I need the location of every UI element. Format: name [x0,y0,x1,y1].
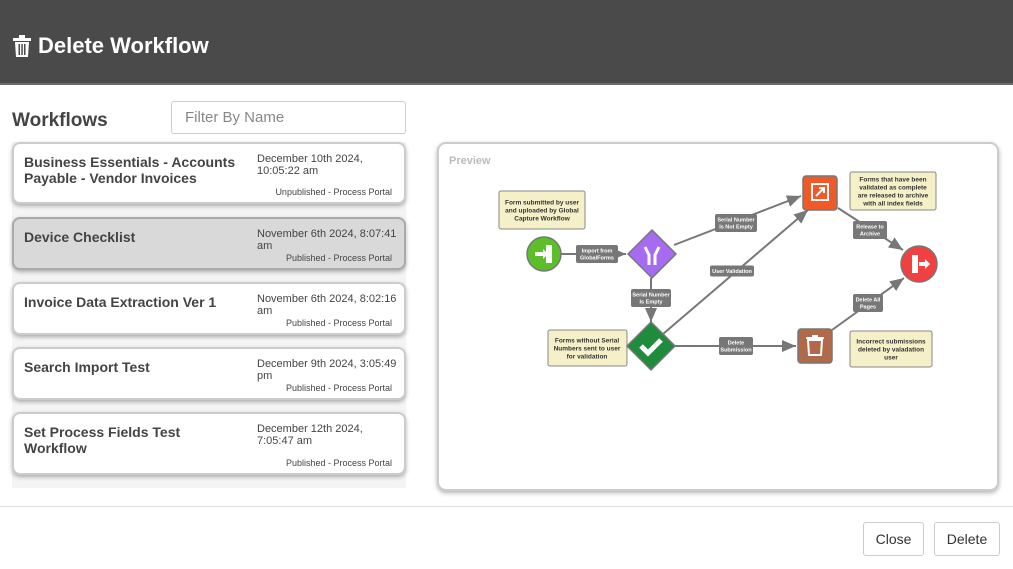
validation-icon [625,320,677,372]
checkmark-icon [639,338,663,357]
external-link-icon [811,183,829,201]
filter-input[interactable] [171,101,406,134]
note-box [498,190,586,230]
workflow-name: Business Essentials - Accounts Payable -… [24,154,236,186]
delete-button[interactable]: Delete [934,522,1000,556]
workflow-name: Invoice Data Extraction Ver 1 [24,294,217,310]
workflow-name: Search Import Test [24,359,150,375]
exit-door-icon [912,255,930,273]
note-box [849,171,937,211]
workflow-status: Published - Process Portal [285,253,392,263]
fork-arrows-icon [643,246,661,265]
title-text: Delete Workflow [38,33,209,58]
footer-divider [0,506,1013,507]
list-item[interactable]: Set Process Fields Test Workflow December… [12,412,406,475]
workflow-date: December 10th 2024, 10:05:22 am [257,153,363,177]
workflow-date: December 12th 2024, 7:05:47 am [257,423,363,447]
edge-label-box [710,265,754,277]
edge-label-box [853,221,887,239]
workflow-date: November 6th 2024, 8:02:16 am [257,293,397,317]
workflow-status: Published - Process Portal [285,383,392,393]
list-item[interactable]: Invoice Data Extraction Ver 1 November 6t… [12,282,406,335]
close-button[interactable]: Close [863,522,924,556]
list-item[interactable]: Search Import Test December 9th 2024, 3:0… [12,347,406,400]
preview-label: Preview [449,155,491,167]
workflow-date: December 9th 2024, 3:05:49 pm [257,358,397,382]
trash-icon [806,335,824,356]
list-item[interactable]: Business Essentials - Accounts Payable -… [12,142,406,204]
workflow-name: Device Checklist [24,229,136,245]
edge-label: User Validation [712,269,752,275]
split-icon [626,228,678,280]
edge-label-box [719,337,753,355]
note-box [849,330,933,368]
enter-door-icon [535,245,552,263]
trash-icon [13,35,31,57]
header: Delete Workflow [0,0,1013,85]
delete-node-icon [797,328,833,364]
edge-label-box [631,289,671,307]
note-box [547,329,628,367]
workflow-name: Set Process Fields Test Workflow [24,424,181,456]
workflows-label: Workflows [12,110,108,131]
page-title: Delete Workflow [12,33,209,59]
workflow-status: Published - Process Portal [285,458,392,468]
edge-label-box [853,294,883,312]
workflow-status: Published - Process Portal [285,318,392,328]
edge-label-box [576,245,618,263]
list-item[interactable]: Device Checklist November 6th 2024, 8:07:… [12,217,406,270]
workflow-date: November 6th 2024, 8:07:41 am [257,228,397,252]
edge-label-box [715,214,757,232]
workflow-list: Business Essentials - Accounts Payable -… [12,142,406,488]
workflow-status: Unpublished - Process Portal [275,187,392,197]
